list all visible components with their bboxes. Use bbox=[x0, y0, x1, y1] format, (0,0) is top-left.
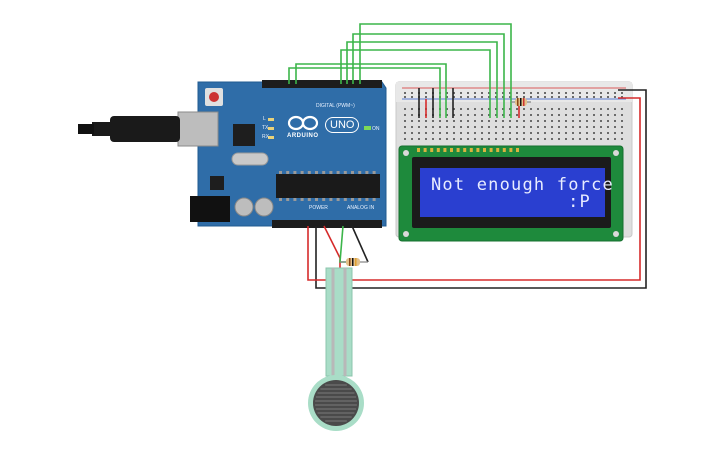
usb-chip bbox=[233, 124, 255, 146]
capacitor-1 bbox=[234, 197, 254, 217]
arduino-uno-board[interactable] bbox=[78, 80, 387, 228]
board-brand-label: ARDUINO bbox=[287, 133, 319, 139]
on-led bbox=[364, 126, 371, 130]
force-sensor-pad[interactable] bbox=[313, 380, 359, 426]
wire-resistor-gnd[interactable] bbox=[351, 225, 369, 263]
regulator bbox=[210, 176, 224, 190]
l-led-label: L bbox=[263, 116, 266, 122]
reset-button-cap[interactable] bbox=[209, 92, 219, 102]
analog-in-label: ANALOG IN bbox=[347, 205, 375, 211]
lcd-16x2-module[interactable] bbox=[398, 145, 624, 242]
wire-sensor-a0[interactable] bbox=[339, 225, 346, 263]
power-label: POWER bbox=[309, 205, 328, 211]
wires bbox=[288, 23, 647, 289]
on-led-label: ON bbox=[372, 126, 380, 132]
digital-label: DIGITAL (PWM~) bbox=[316, 103, 355, 109]
wire-d2[interactable] bbox=[359, 23, 512, 118]
tx-led-label: TX bbox=[262, 125, 269, 131]
usb-cable-plug bbox=[110, 116, 180, 142]
force-sensor[interactable] bbox=[308, 267, 364, 431]
lcd-line-2: :P bbox=[568, 192, 591, 212]
wire-d3[interactable] bbox=[352, 33, 505, 118]
wire-d5[interactable] bbox=[340, 49, 491, 118]
atmega-chip bbox=[276, 174, 380, 198]
wire-sensor-5v[interactable] bbox=[323, 225, 341, 272]
wire-d4[interactable] bbox=[346, 41, 498, 118]
board-model-label: UNO bbox=[325, 117, 360, 133]
power-analog-header[interactable] bbox=[272, 220, 382, 228]
capacitor-2 bbox=[254, 197, 274, 217]
digital-header[interactable] bbox=[262, 80, 382, 88]
usb-port bbox=[177, 111, 219, 147]
usb-cable bbox=[92, 122, 114, 136]
wire-5v-rail[interactable] bbox=[307, 97, 641, 281]
wire-gnd-rail[interactable] bbox=[315, 89, 647, 289]
resistor-pulldown[interactable] bbox=[340, 258, 368, 266]
wire-d12[interactable] bbox=[288, 67, 441, 118]
resistor-backlight[interactable] bbox=[511, 98, 531, 106]
lcd-screen bbox=[420, 168, 605, 217]
wire-d11[interactable] bbox=[295, 63, 447, 118]
lcd-line-1: Not enough force bbox=[431, 175, 614, 195]
arduino-logo-icon bbox=[287, 115, 319, 131]
power-jack bbox=[190, 196, 230, 222]
rx-led-label: RX bbox=[262, 134, 269, 140]
crystal bbox=[231, 152, 269, 166]
